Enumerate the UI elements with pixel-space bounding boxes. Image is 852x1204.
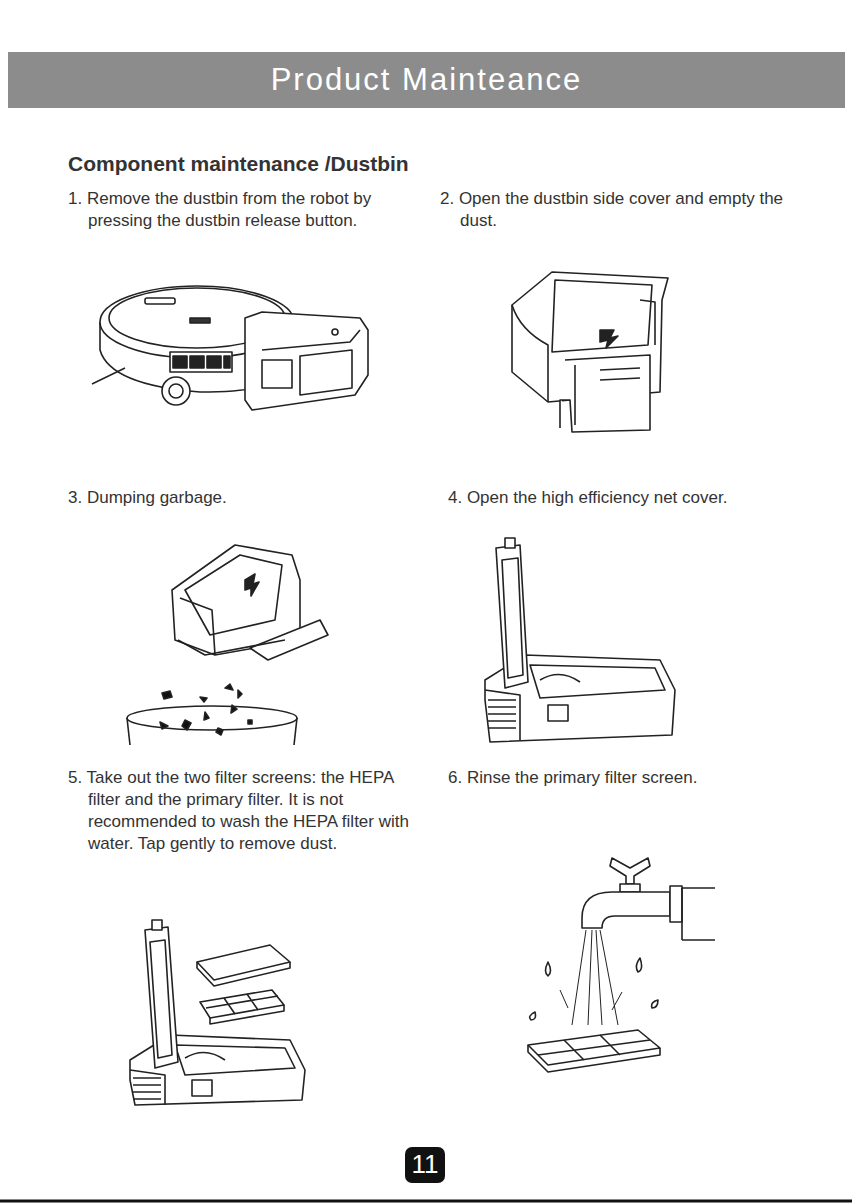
page-number: 11 xyxy=(405,1147,445,1181)
dumping-figure xyxy=(127,545,328,745)
filters-figure xyxy=(130,920,305,1105)
step-text: 5. Take out the two filter screens: the … xyxy=(68,767,413,855)
page-number-box: 11 xyxy=(405,1147,445,1183)
robot-figure xyxy=(92,286,368,410)
dustbin-figure xyxy=(512,272,668,432)
step-text: 4. Open the high efficiency net cover. xyxy=(448,487,843,509)
net-cover-figure xyxy=(485,538,675,742)
section-heading: Component maintenance /Dustbin xyxy=(68,150,528,177)
step-text: 1. Remove the dustbin from the robot by … xyxy=(68,188,388,232)
bottom-rule xyxy=(0,1200,852,1203)
page-title: Product Mainteance xyxy=(8,52,845,108)
step-text: 2. Open the dustbin side cover and empty… xyxy=(440,188,800,232)
faucet-figure xyxy=(528,858,715,1072)
step-text: 3. Dumping garbage. xyxy=(68,487,388,509)
step-text: 6. Rinse the primary filter screen. xyxy=(448,767,828,789)
